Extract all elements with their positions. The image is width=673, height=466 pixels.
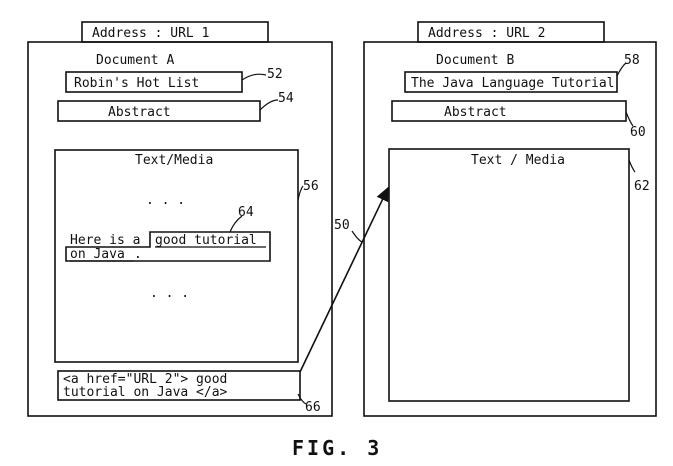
doc-b-tutorial-text: The Java Language Tutorial (411, 76, 615, 91)
ref-62: 62 (634, 179, 650, 194)
doc-b-abstract-box (391, 100, 627, 122)
doc-a-dots-bottom: . . . (150, 286, 189, 301)
doc-a-abstract-text: Abstract (108, 105, 171, 120)
doc-b-abstract-text: Abstract (444, 105, 507, 120)
doc-a-link-line2: on Java (70, 247, 125, 262)
doc-b-media-box (388, 148, 630, 402)
ref-64-leader (229, 215, 243, 233)
doc-a-media-label: Text/Media (135, 153, 213, 168)
ref-50-leader (351, 230, 363, 243)
ref-56: 56 (303, 179, 319, 194)
ref-56-leader (297, 185, 304, 201)
doc-a-code-line2: tutorial on Java </a> (63, 385, 228, 400)
doc-b-address-text: Address : URL 2 (428, 26, 545, 41)
doc-a-title: Document A (96, 53, 174, 68)
doc-a-link-outline (65, 231, 271, 262)
doc-a-hotlist-text: Robin's Hot List (74, 76, 199, 91)
doc-b-tutorial-box (404, 71, 618, 93)
doc-a-link-line1: good tutorial (155, 233, 257, 248)
ref-64: 64 (238, 205, 254, 220)
connector-arrow (299, 186, 389, 373)
doc-b-title: Document B (436, 53, 514, 68)
ref-50: 50 (334, 218, 350, 233)
document-a: Address : URL 1 Document A Robin's Hot L… (27, 21, 333, 417)
doc-a-hotlist-box (65, 71, 243, 93)
doc-a-window-frame (27, 41, 333, 417)
doc-a-text-suffix: . (134, 247, 142, 262)
doc-a-code-line1: <a href="URL 2"> good (63, 372, 227, 387)
hyperlink-arrow: 50 (299, 186, 389, 373)
ref-66-leader (297, 393, 307, 405)
figure-caption: FIG. 3 (292, 436, 382, 460)
ref-54-leader (259, 99, 279, 111)
ref-66: 66 (305, 400, 321, 415)
doc-a-abstract-box (57, 100, 261, 122)
ref-60: 60 (630, 125, 646, 140)
document-b: Address : URL 2 Document B The Java Lang… (363, 21, 657, 417)
doc-a-code-box (57, 370, 301, 401)
ref-54: 54 (278, 91, 294, 106)
ref-60-leader (625, 111, 634, 127)
ref-52: 52 (267, 67, 283, 82)
doc-b-media-label: Text / Media (471, 153, 565, 168)
ref-58-leader (616, 62, 627, 77)
ref-58: 58 (624, 53, 640, 68)
ref-62-leader (628, 159, 636, 173)
doc-a-address-text: Address : URL 1 (92, 26, 209, 41)
ref-52-leader (241, 73, 267, 81)
doc-a-media-box (54, 149, 299, 363)
doc-a-dots-top: . . . (146, 193, 185, 208)
doc-a-text-prefix: Here is a (70, 233, 140, 248)
doc-b-window-frame (363, 41, 657, 417)
